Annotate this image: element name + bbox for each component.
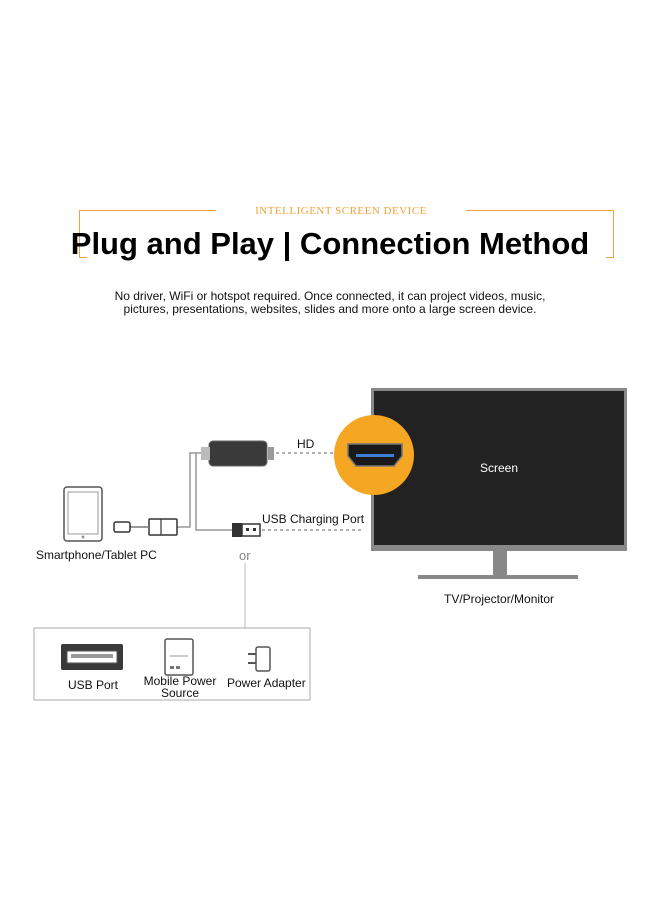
- page-subtitle: No driver, WiFi or hotspot required. Onc…: [114, 289, 546, 316]
- monitor-screen: [374, 391, 624, 545]
- hd-label: HD: [297, 437, 315, 451]
- monitor: [371, 388, 627, 579]
- usb-port-icon: [61, 644, 123, 670]
- monitor-base: [418, 575, 578, 579]
- power-adapter-icon: [248, 646, 271, 672]
- header-frame-top-right: [466, 210, 614, 211]
- smartphone-tablet-label: Smartphone/Tablet PC: [36, 548, 157, 562]
- header-frame-top-left: [79, 210, 216, 211]
- hdmi-port-highlight: [334, 415, 414, 495]
- phone-cable: [177, 452, 196, 528]
- tv-projector-monitor-label: TV/Projector/Monitor: [444, 592, 555, 606]
- power-adapter-label: Power Adapter: [227, 676, 306, 690]
- header-frame-left-foot: [79, 257, 87, 258]
- page-title: Plug and Play | Connection Method: [70, 226, 590, 261]
- header-frame-right: [613, 210, 614, 258]
- mobile-power-label-line2: Source: [160, 686, 200, 700]
- power-bank-icon: [164, 638, 194, 676]
- or-label: or: [239, 548, 251, 563]
- screen-label: Screen: [480, 461, 519, 475]
- header-badge: INTELLIGENT SCREEN DEVICE: [216, 203, 466, 219]
- usb-charging-port-label: USB Charging Port: [262, 512, 365, 526]
- tablet-icon: [63, 486, 103, 542]
- usb-plug: [232, 523, 261, 537]
- monitor-neck: [493, 551, 507, 575]
- mobile-power-label-line1: Mobile Power: [143, 674, 217, 688]
- micro-usb-adapter: [113, 518, 178, 536]
- usb-cable: [195, 452, 240, 531]
- header-frame-right-foot: [606, 257, 614, 258]
- header-frame-left: [79, 210, 80, 258]
- usb-port-label: USB Port: [68, 678, 119, 692]
- hdmi-dongle: [201, 440, 274, 467]
